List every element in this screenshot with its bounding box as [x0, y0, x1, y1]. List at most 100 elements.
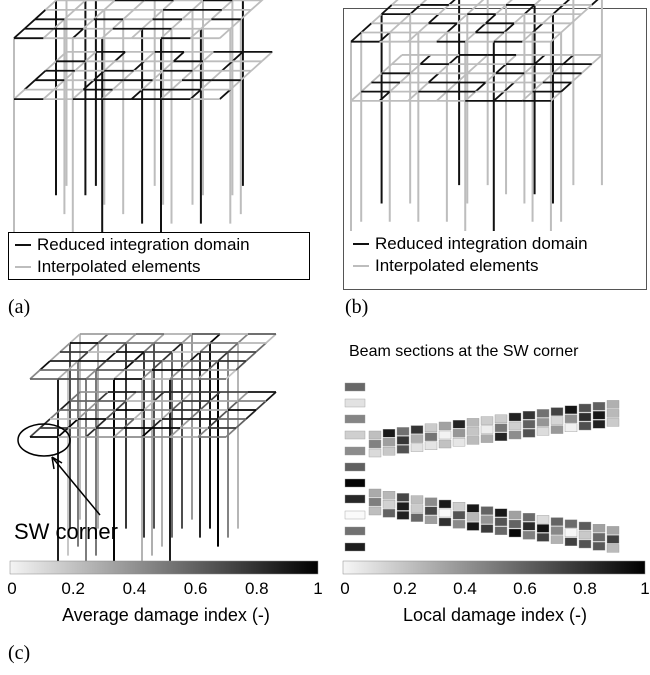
beam: [123, 418, 135, 429]
beam-section: [368, 497, 382, 507]
beam-section: [396, 445, 410, 454]
beam-sections-title: Beam sections at the SW corner: [349, 343, 579, 360]
beam: [77, 351, 89, 362]
beam: [23, 79, 36, 91]
beam: [42, 28, 55, 39]
beam: [87, 342, 99, 353]
beam: [141, 369, 153, 380]
beam: [225, 369, 237, 380]
beam: [580, 63, 593, 74]
beam: [59, 400, 71, 411]
beam-section: [452, 420, 466, 429]
beam: [391, 54, 403, 65]
beam-section: [480, 515, 494, 524]
beam: [133, 351, 145, 362]
beam: [39, 360, 51, 371]
beam: [456, 72, 468, 84]
beam: [438, 4, 450, 15]
beam: [34, 9, 47, 20]
beam: [210, 9, 223, 20]
beam-section: [452, 501, 466, 511]
panel-b-border: [343, 8, 647, 290]
beam-section: [508, 412, 522, 422]
panel-a: Reduced integration domain Interpolated …: [0, 0, 320, 330]
beam-section: [438, 439, 452, 449]
beam: [523, 4, 536, 15]
beam: [378, 90, 391, 102]
beam-section: [564, 414, 578, 423]
beam-section: [606, 400, 620, 409]
beam: [235, 418, 247, 429]
colorbar-tick: 0.6: [183, 579, 208, 598]
beam: [265, 333, 277, 344]
beam: [464, 90, 477, 102]
beam: [103, 60, 116, 72]
beam: [93, 70, 105, 81]
colorbar-tick: 0.2: [393, 579, 417, 598]
beam: [84, 51, 97, 62]
beam-section: [466, 504, 480, 513]
beam: [13, 88, 26, 100]
beam: [141, 18, 154, 30]
beam: [93, 9, 105, 20]
beam: [69, 333, 81, 344]
beam: [370, 72, 383, 84]
beam-section: [382, 499, 396, 509]
beam: [151, 360, 163, 371]
average-damage-colorbar: [9, 560, 319, 575]
beam: [474, 22, 487, 34]
beam: [55, 51, 68, 62]
beam: [42, 88, 55, 100]
beam-section: [396, 427, 410, 436]
beam: [97, 391, 109, 402]
beam-section: [480, 524, 494, 533]
beam-section: [494, 526, 508, 536]
beam: [197, 369, 209, 380]
sw-corner-circle: [17, 423, 71, 457]
beam-section: [424, 432, 438, 441]
beam: [197, 427, 209, 438]
beam-section: [368, 439, 382, 449]
beam: [59, 342, 71, 353]
beam: [72, 88, 84, 100]
beam: [542, 72, 554, 84]
beam: [181, 70, 194, 81]
beam-section: [410, 504, 424, 513]
beam: [162, 0, 175, 11]
frame-structure-b: [350, 0, 603, 231]
beam: [161, 409, 173, 420]
beam: [143, 51, 156, 62]
sw-corner-arrow: [51, 456, 101, 516]
beam: [105, 351, 117, 362]
beam: [221, 0, 234, 11]
beam: [513, 72, 526, 84]
beam: [49, 351, 61, 362]
beam: [133, 0, 145, 11]
beam: [466, 4, 479, 15]
beam: [199, 400, 211, 411]
beam: [427, 72, 440, 84]
beam-section: [480, 434, 494, 443]
beam: [521, 90, 534, 102]
beam: [49, 409, 61, 420]
beam-section: [396, 493, 410, 502]
beam: [570, 72, 583, 84]
beam: [29, 369, 41, 380]
beam: [82, 18, 95, 30]
panel-b: Reduced integration domain Interpolated …: [335, 0, 650, 330]
beam: [227, 342, 239, 353]
beam: [200, 79, 213, 91]
beam: [113, 369, 125, 380]
beam: [53, 79, 66, 91]
beam: [160, 88, 173, 100]
beam: [255, 342, 267, 353]
beam: [191, 0, 204, 11]
beam: [181, 333, 193, 344]
beam: [493, 31, 505, 43]
legend-interp-swatch: [353, 265, 369, 267]
beam: [63, 9, 76, 20]
beam: [179, 418, 191, 429]
beam: [113, 427, 125, 438]
